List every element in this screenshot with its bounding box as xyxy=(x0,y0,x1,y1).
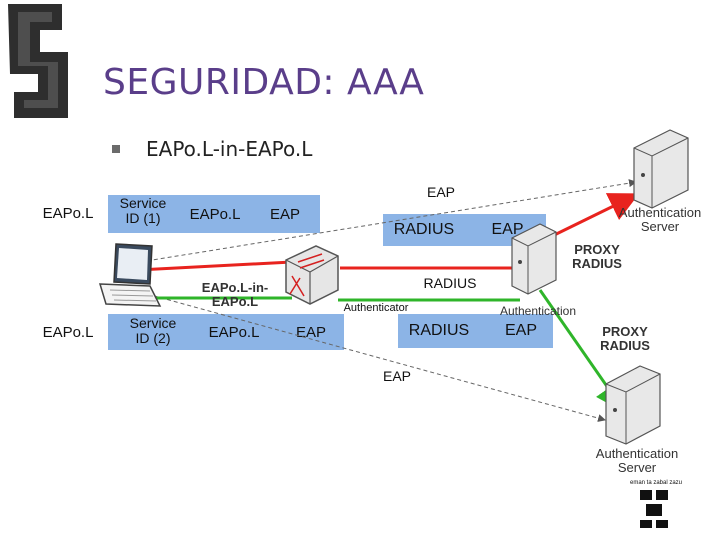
laptop-icon xyxy=(98,243,162,307)
label-authentication: Authentication xyxy=(499,304,577,318)
dashed-eap-bottom xyxy=(139,291,606,422)
protocol-band-2a xyxy=(108,314,344,350)
row1-eap2: EAP xyxy=(491,221,524,238)
university-logo xyxy=(640,490,668,528)
server-icon-bottom xyxy=(605,365,661,445)
row2-radius: RADIUS xyxy=(408,322,470,339)
red-link-1 xyxy=(137,260,293,272)
row2-eap: EAP xyxy=(295,324,326,341)
protocol-band-2b xyxy=(398,314,553,348)
row1-eap: EAP xyxy=(269,206,300,223)
page-title: SEGURIDAD: AAA xyxy=(103,62,425,103)
label-eap-bottom: EAP xyxy=(382,368,411,384)
protocol-band-1a xyxy=(108,195,320,233)
row1-service-id: Service ID (1) xyxy=(119,195,167,226)
label-eap-top: EAP xyxy=(426,184,455,200)
row2-eapol-left: EAPo.L xyxy=(42,324,94,341)
label-proxy-radius-2: PROXY RADIUS xyxy=(600,324,650,353)
label-radius-mid: RADIUS xyxy=(423,275,477,291)
row2-service-id: Service ID (2) xyxy=(129,315,177,346)
row2-eap2: EAP xyxy=(504,322,537,339)
row1-eapol-left: EAPo.L xyxy=(42,205,94,222)
row2-eapol: EAPo.L xyxy=(208,324,260,341)
bullet-marker xyxy=(112,145,120,153)
dashed-eap-top xyxy=(139,179,637,263)
label-auth-server-top: Authentication Server xyxy=(618,205,702,234)
label-authenticator: Authenticator xyxy=(343,302,409,314)
switch-icon xyxy=(285,245,339,305)
row1-eapol: EAPo.L xyxy=(189,206,241,223)
label-proxy-radius-1: PROXY RADIUS xyxy=(572,242,622,271)
row1-radius: RADIUS xyxy=(393,221,455,238)
server-icon-top xyxy=(633,129,689,209)
label-eapol-in-eapol: EAPo.L-in-EAPo.L xyxy=(201,280,269,309)
label-auth-server-bottom: Authentication Server xyxy=(595,446,679,475)
bullet-text: EAPo.L-in-EAPo.L xyxy=(146,137,313,161)
server-icon-proxy xyxy=(511,223,557,295)
label-logo-caption: eman ta zabal zazu xyxy=(629,480,683,486)
